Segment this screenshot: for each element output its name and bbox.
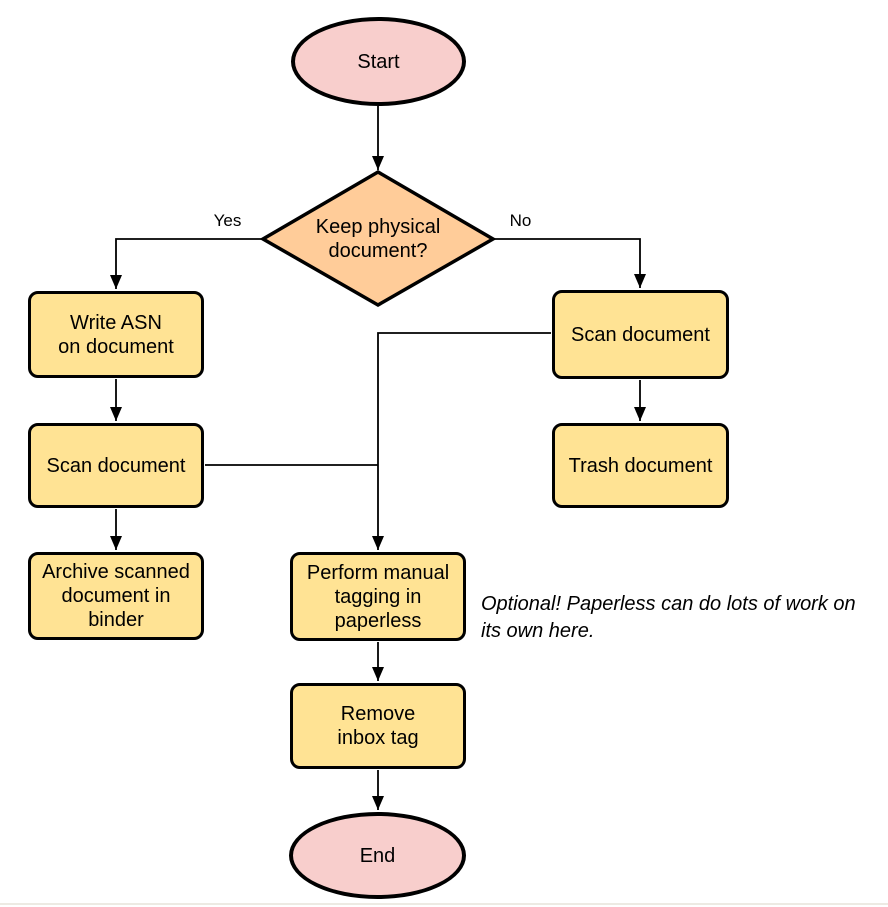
node-archive-document-label: Archive scanned document in binder bbox=[42, 561, 190, 631]
edge-scan-right-to-perform-tagging bbox=[372, 332, 551, 550]
page-bottom-border bbox=[0, 903, 888, 905]
node-scan-document-left: Scan document bbox=[28, 423, 204, 508]
node-end-label: End bbox=[359, 844, 396, 867]
node-write-asn: Write ASN on document bbox=[28, 291, 204, 378]
node-end: End bbox=[289, 812, 466, 899]
node-decision: Keep physical document? bbox=[278, 205, 478, 273]
node-perform-tagging-label: Perform manual tagging in paperless bbox=[306, 561, 450, 632]
node-scan-document-right: Scan document bbox=[552, 290, 729, 379]
node-remove-inbox-tag: Remove inbox tag bbox=[290, 683, 466, 769]
node-scan-document-left-label: Scan document bbox=[46, 454, 186, 477]
decision-diamond-shape bbox=[259, 169, 497, 308]
node-remove-inbox-tag-label: Remove inbox tag bbox=[337, 703, 419, 749]
node-decision-label: Keep physical document? bbox=[315, 216, 441, 262]
edge-decision-yes-to-write-asn bbox=[110, 238, 263, 289]
node-start: Start bbox=[291, 17, 466, 106]
node-trash-document-label: Trash document bbox=[568, 454, 713, 477]
node-scan-document-right-label: Scan document bbox=[571, 323, 710, 346]
optional-note: Optional! Paperless can do lots of work … bbox=[481, 593, 856, 642]
edge-label-yes: Yes bbox=[205, 211, 250, 231]
node-trash-document: Trash document bbox=[552, 423, 729, 508]
edge-decision-no-to-scan-right bbox=[493, 238, 646, 288]
edge-label-no: No bbox=[498, 211, 543, 231]
node-archive-document: Archive scanned document in binder bbox=[28, 552, 204, 640]
node-write-asn-label: Write ASN on document bbox=[58, 311, 174, 358]
node-start-label: Start bbox=[357, 50, 400, 73]
node-perform-tagging: Perform manual tagging in paperless bbox=[290, 552, 466, 641]
